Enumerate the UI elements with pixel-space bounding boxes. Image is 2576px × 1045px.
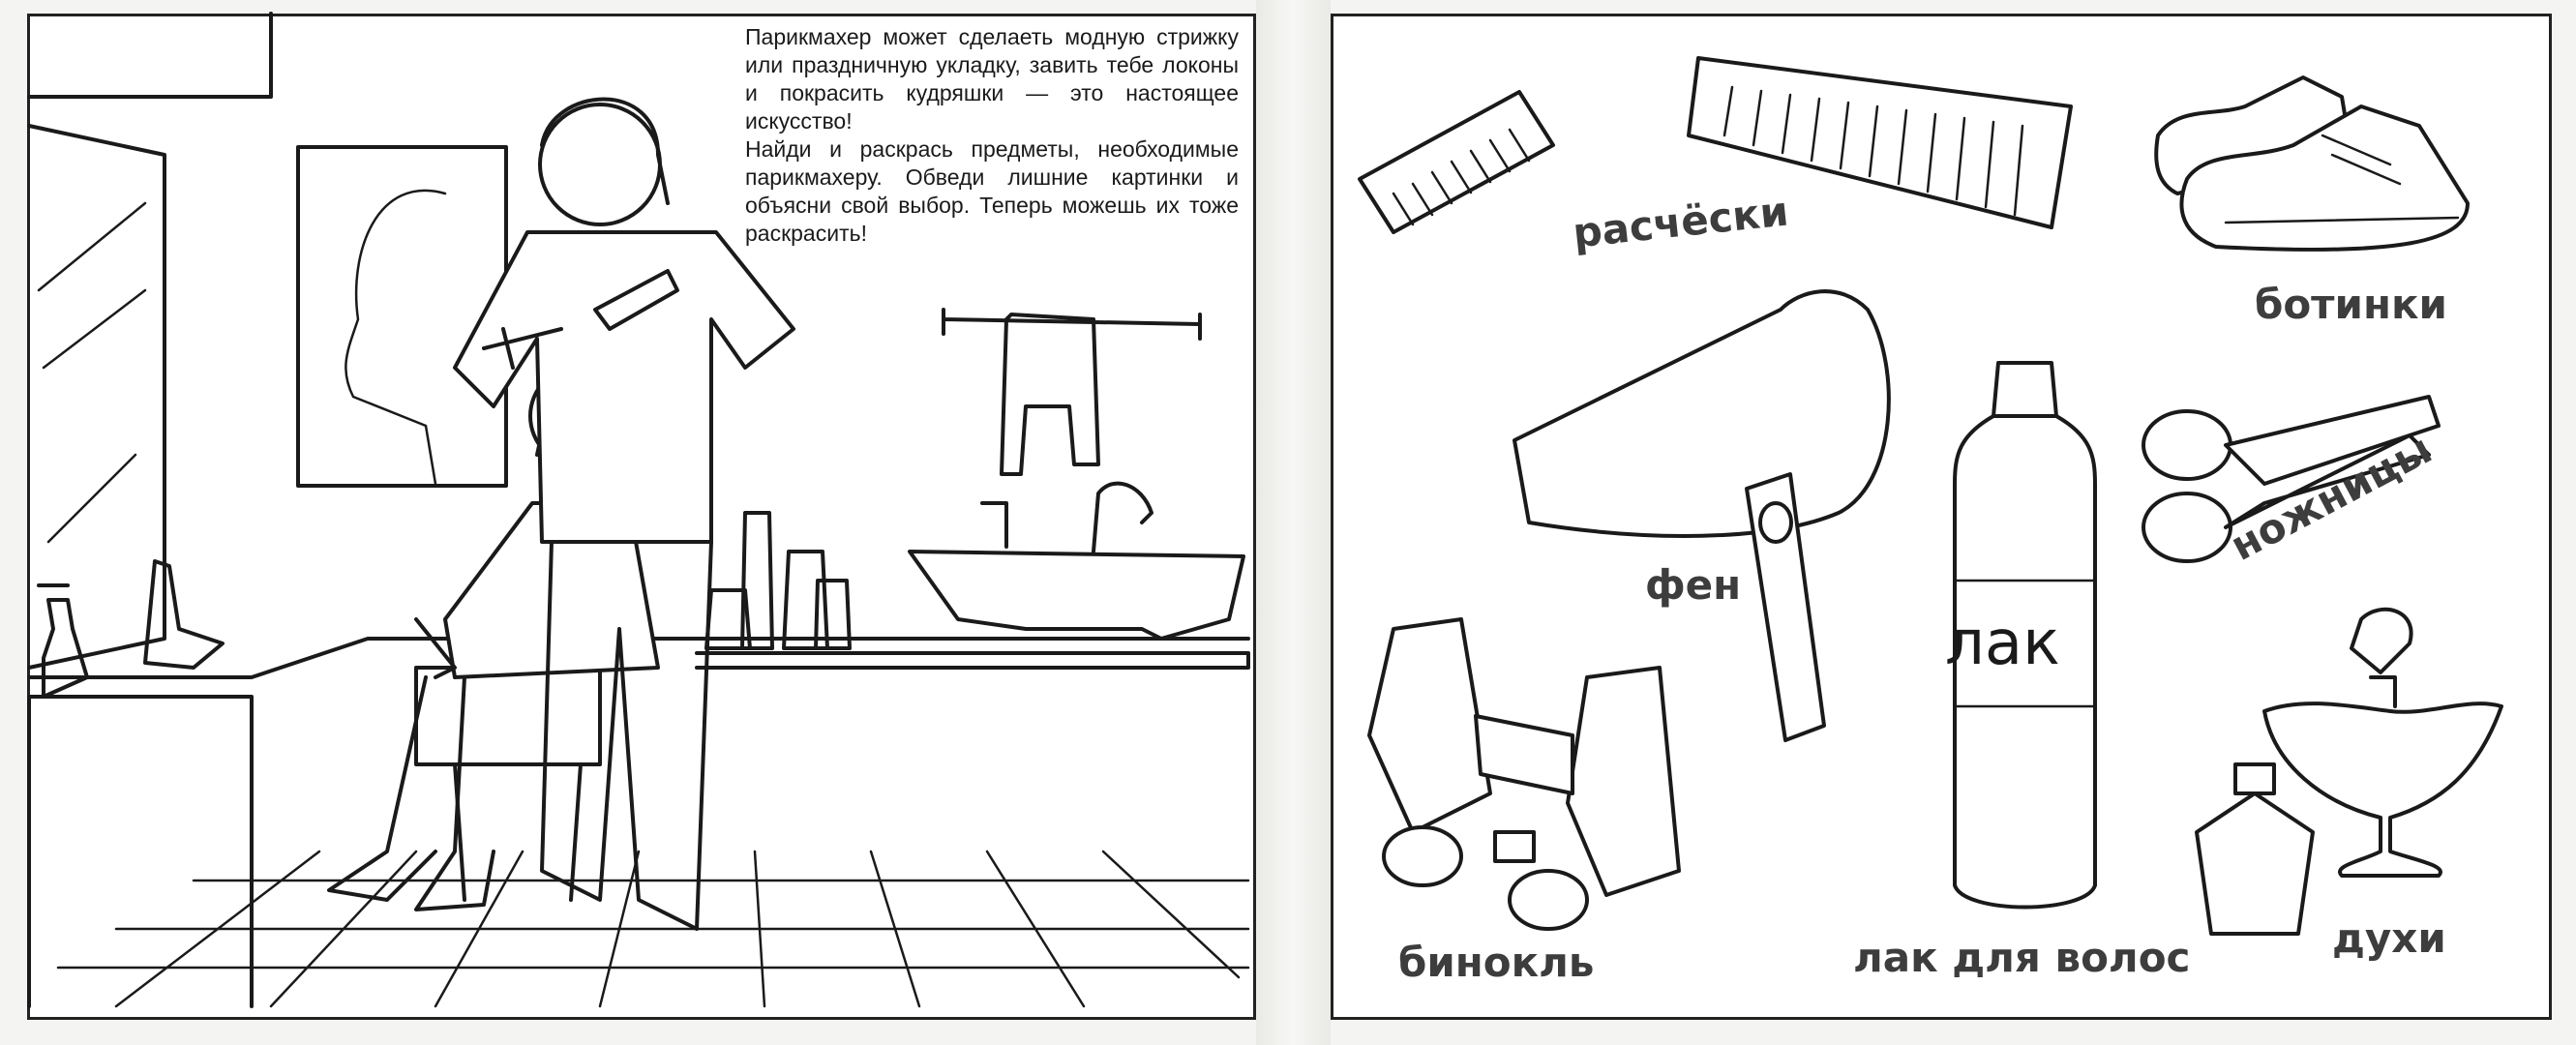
shelf-bottle-4 [814, 579, 852, 650]
hairspray-can-label: лак [1945, 608, 2060, 679]
boots-icon [2154, 75, 2470, 252]
window-frame [27, 124, 166, 670]
hairdresser-hair [540, 97, 670, 205]
instruction-text: Парикмахер может сделаеть модную стрижку… [745, 23, 1239, 248]
floor-tiles [56, 850, 1250, 1008]
binoculars-icon [1367, 617, 1681, 931]
comb-stand [143, 559, 225, 670]
client-hand [414, 617, 457, 679]
label-hair-dryer: фен [1645, 561, 1742, 609]
label-hairspray: лак для волос [1853, 934, 2191, 981]
client-legs [327, 675, 495, 911]
label-binoculars: бинокль [1398, 939, 1595, 986]
faucet [980, 481, 1153, 553]
book-spine [1256, 0, 1331, 1045]
perfume-bottles-icon [2195, 607, 2503, 936]
spray-bottle [37, 583, 89, 699]
hair-dryer-icon [1513, 289, 1891, 742]
scissors-icon [2142, 395, 2441, 563]
sink [908, 550, 1245, 641]
hairdresser-trousers [540, 540, 713, 931]
window-glass-line [37, 201, 147, 544]
towel [1000, 313, 1100, 476]
mirror-reflection [344, 189, 447, 486]
hairdresser-brush [482, 327, 563, 370]
towel-rail [942, 308, 1202, 341]
instruction-paragraph-1: Парикмахер может сделаеть модную стрижку… [745, 24, 1239, 134]
shelf-bottle-1 [740, 511, 774, 650]
hairdresser-hairdryer [593, 269, 679, 331]
comb-small-icon [1358, 90, 1555, 234]
label-boots: ботинки [2255, 281, 2447, 328]
comb-large-icon [1687, 56, 2073, 229]
bottle-shelf [695, 651, 1250, 670]
instruction-paragraph-2: Найди и раскрась предметы, необходимые п… [745, 136, 1239, 246]
label-perfume: духи [2332, 914, 2446, 962]
wall-edge [27, 12, 273, 99]
hairspray-can-icon [1953, 361, 2097, 910]
